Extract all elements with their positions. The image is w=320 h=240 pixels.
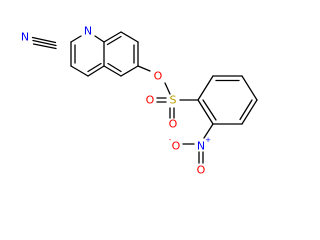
bond-b4-b5 [241,75,258,101]
sulfonyl-oxygen-bottom-label: O [169,118,178,131]
bond-b1-b2-double [202,99,217,121]
ester-oxygen-label: O [154,70,163,83]
molecule-diagram: N N O S O O N + O - O [20,24,258,177]
bond-c4-c4a [87,65,105,77]
nitro-nitrogen-charge: + [205,136,211,144]
bond-c4-c4a-double [87,62,102,73]
nitro-oxygen-bottom-label: O [197,164,206,177]
atom-labels: N N O S O O N + O - O [21,25,211,177]
nitrile-nitrogen-label: N [21,31,29,44]
bond-c8a-c8 [103,31,122,43]
bond-nitrile-triple-3 [31,36,57,44]
bond-nitrile-triple-1 [32,39,57,47]
bond-b6-b1 [197,75,214,101]
structure-svg: N N O S O O N + O - O [21,25,258,177]
sulfur-label: S [170,94,177,107]
bond-c2-n1 [70,35,82,43]
bond-c5-c4a [103,65,122,77]
bond-b1-b2 [197,99,214,125]
bond-b3-b4-double [239,99,253,121]
nitro-nitrogen-label: N [197,140,205,153]
bonds [31,31,258,164]
bond-b3-b4 [241,99,258,125]
bond-c6-c5 [120,65,139,77]
sulfonyl-oxygen-left-label: O [146,94,155,107]
bond-c8a-c8-double [106,35,122,46]
bond-o-s [164,82,171,95]
ring-nitrogen-label: N [84,25,92,38]
bond-b2-nitro-n [203,123,214,139]
bond-nitrile-triple-2 [32,43,57,50]
bond-c3-c4 [70,65,89,77]
bond-c6-o [137,65,151,72]
nitro-oxygen-left-charge: - [169,136,172,144]
bond-c5-c4a-double [107,62,122,73]
nitro-oxygen-left-label: O [172,140,181,153]
bond-c8-c7 [120,31,139,43]
bond-n1-c8a [94,35,105,43]
